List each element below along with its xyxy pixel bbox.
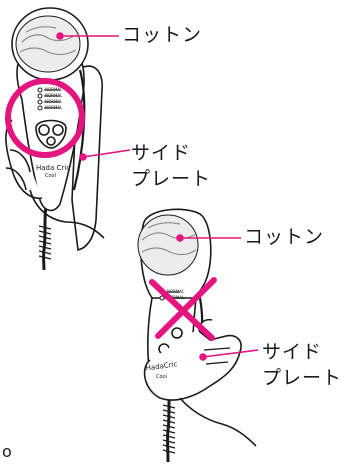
figure-2-side-plate-leader-line bbox=[202, 349, 259, 358]
figure-1-side-plate-leader-line bbox=[82, 149, 131, 158]
figure-1-status-line: NORMAL bbox=[45, 87, 63, 92]
figure-1-side-plate-leader-dot bbox=[79, 153, 87, 161]
figure-2-cotton-label: コットン bbox=[244, 226, 325, 248]
figure-1-button-left-icon bbox=[38, 124, 50, 136]
figure-2-device bbox=[137, 208, 257, 462]
figure-2-side-plate-label-line1: サイド bbox=[262, 341, 323, 363]
figure-1-status-line: NORMAL bbox=[45, 93, 63, 98]
figure-1-brand-name: Hada Cric bbox=[36, 164, 70, 172]
figure-2-cotton-icon bbox=[137, 214, 199, 276]
figure-2-status-line: NORMAL bbox=[167, 295, 185, 300]
figure-2-cotton-leader-dot bbox=[176, 234, 184, 242]
figure-2-cross-mark-icon bbox=[149, 277, 217, 341]
footer-fragment: o bbox=[2, 442, 13, 461]
figure-1-button-right-icon bbox=[52, 124, 64, 136]
figure-1-status-line: NORMAL bbox=[45, 99, 63, 104]
figure-1-highlight-circle bbox=[5, 78, 85, 158]
figure-1-cable-cord-icon bbox=[38, 225, 52, 260]
figure-1-cotton-label: コットン bbox=[122, 24, 203, 46]
figure-2-status-line: NORMAL bbox=[167, 289, 185, 294]
figure-1-brand-sub: Cool bbox=[45, 173, 56, 179]
figure-1-side-plate-label-line2: プレート bbox=[131, 168, 212, 190]
figure-1-button-bottom-icon bbox=[46, 136, 56, 146]
figure-1-status-line: NORMAL bbox=[45, 105, 63, 110]
figure-2-side-plate-leader-dot bbox=[199, 353, 207, 361]
figure-1-cotton-leader-dot bbox=[56, 32, 64, 40]
figure-2-side-plate-label-line2: プレート bbox=[262, 367, 343, 389]
figure-1-side-plate-label-line1: サイド bbox=[131, 142, 192, 164]
figure-1-device bbox=[5, 7, 105, 271]
figure-2-brand-sub: Cool bbox=[156, 374, 167, 380]
figure-1-cotton-icon bbox=[15, 15, 81, 73]
figure-2-cable-cord-icon bbox=[162, 404, 176, 454]
figure-2-button-upper-icon bbox=[171, 327, 183, 339]
